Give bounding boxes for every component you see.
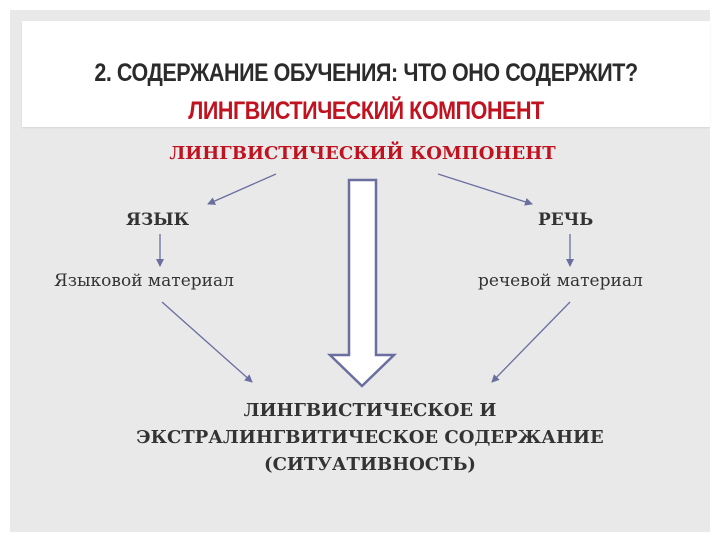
speech-node: РЕЧЬ bbox=[538, 210, 594, 230]
top-node: ЛИНГВИСТИЧЕСКИЙ КОМПОНЕНТ bbox=[169, 143, 556, 164]
language-node: ЯЗЫК bbox=[126, 210, 190, 230]
arrow-to-speech bbox=[437, 173, 533, 206]
page-subtitle: ЛИНГВИСТИЧЕСКИЙ КОМПОНЕНТ bbox=[188, 97, 544, 125]
page-title: 2. СОДЕРЖАНИЕ ОБУЧЕНИЯ: ЧТО ОНО СОДЕРЖИТ… bbox=[94, 59, 638, 87]
arrow-right-material-to-result bbox=[491, 301, 571, 383]
result-node: ЛИНГВИСТИЧЕСКОЕ И ЭКСТРАЛИНГВИТИЧЕСКОЕ С… bbox=[100, 397, 640, 478]
speech-material-node: речевой материал bbox=[478, 271, 643, 291]
big-down-arrow bbox=[326, 178, 398, 388]
language-material-node: Языковой материал bbox=[54, 271, 234, 291]
result-line-2: ЭКСТРАЛИНГВИТИЧЕСКОЕ СОДЕРЖАНИЕ bbox=[136, 427, 604, 448]
result-line-3: (СИТУАТИВНОСТЬ) bbox=[264, 454, 476, 475]
result-line-1: ЛИНГВИСТИЧЕСКОЕ И bbox=[243, 400, 497, 421]
title-box: 2. СОДЕРЖАНИЕ ОБУЧЕНИЯ: ЧТО ОНО СОДЕРЖИТ… bbox=[22, 21, 710, 127]
arrow-left-material-to-result bbox=[161, 301, 253, 383]
arrow-to-language bbox=[207, 173, 277, 205]
